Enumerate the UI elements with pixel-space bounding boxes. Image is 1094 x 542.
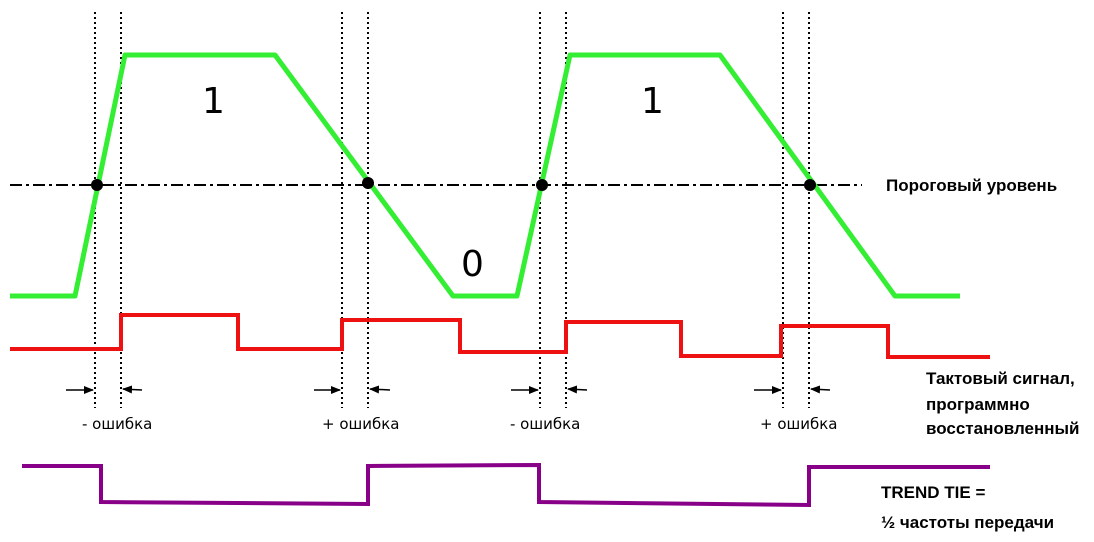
trend-tie-waveform [22,462,990,508]
clock-label-line: Тактовый сигнал, [926,369,1075,388]
error-label: - ошибка [510,415,580,433]
trend-label-line: ½ частоты передачи [881,513,1054,532]
guide-lines [94,12,810,408]
error-label: - ошибка [82,415,152,433]
error-arrow [810,385,831,394]
recovered-clock-waveform [10,313,990,359]
trend-label-line: TREND TIE = [881,483,985,502]
bit-label-1: 1 [641,81,664,122]
threshold-crossings [91,177,816,191]
bit-label-1: 1 [202,81,225,122]
crossing-point [536,179,548,191]
clock-label-line: программно [926,395,1030,414]
data-signal-waveform [10,52,960,299]
error-arrows [66,385,831,394]
crossing-point [804,179,816,191]
error-label: + ошибка [322,415,400,433]
clock-label-line: восстановленный [926,419,1080,438]
error-arrow [567,385,588,394]
bit-label-0: 0 [461,244,484,285]
threshold-label: Пороговый уровень [886,176,1057,195]
error-label: + ошибка [760,415,838,433]
error-arrow [369,385,391,394]
crossing-point [362,177,374,189]
crossing-point [91,179,103,191]
error-arrow [122,385,143,394]
